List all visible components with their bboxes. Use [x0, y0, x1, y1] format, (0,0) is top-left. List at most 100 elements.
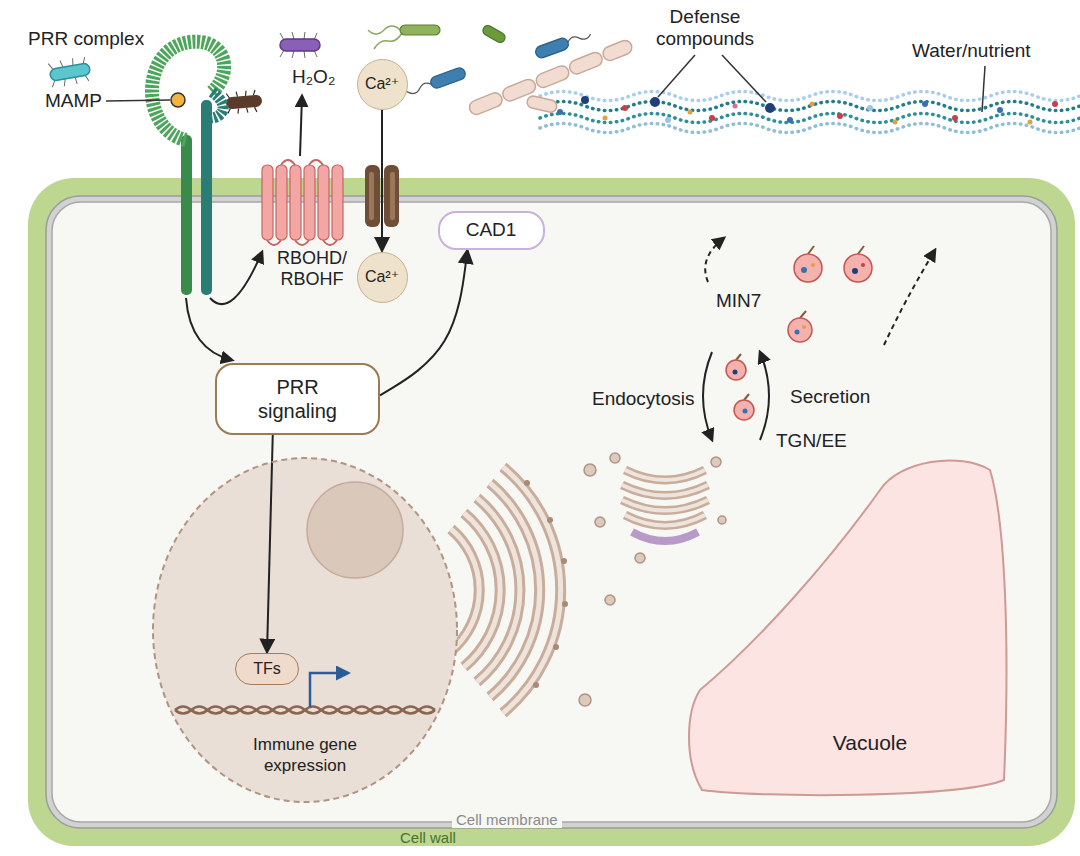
- label-slot: Secretion: [790, 386, 870, 408]
- endoplasmic-reticulum: [579, 694, 591, 706]
- defense-compound-dots: [688, 110, 693, 115]
- prr-complex: [181, 135, 192, 295]
- defense-compound-dots: [922, 101, 928, 107]
- endoplasmic-reticulum: [595, 517, 605, 527]
- golgi: [711, 457, 721, 467]
- organelle-label: TGN/EE: [776, 430, 847, 452]
- golgi: [622, 485, 708, 496]
- calcium-ion: Ca²⁺: [357, 252, 408, 303]
- endoplasmic-reticulum: [490, 483, 540, 697]
- golgi: [625, 470, 705, 480]
- golgi: [622, 500, 708, 511]
- prr-complex: [206, 92, 223, 118]
- calcium-ion: Ca²⁺: [357, 59, 408, 110]
- process-label: Secretion: [790, 386, 870, 408]
- bacterium: [226, 94, 263, 109]
- endoplasmic-reticulum: [503, 467, 561, 713]
- process-label: Endocytosis: [592, 388, 694, 410]
- trafficking-arrow: [703, 352, 712, 440]
- prr-complex: [171, 93, 185, 107]
- endoplasmic-reticulum: [451, 464, 615, 713]
- enzyme-label: RBOHD/ RBOHF: [274, 248, 350, 289]
- nucleolus: [307, 482, 403, 578]
- defense-compound-dots: [787, 117, 793, 123]
- defense-compound-dots: [997, 107, 1003, 113]
- defense-compound-dots: [952, 115, 958, 121]
- bacterium: [49, 63, 90, 82]
- wall-surface: [540, 92, 1080, 101]
- defense-compound-dots: [867, 105, 873, 111]
- node-text: TFs: [253, 659, 281, 678]
- golgi: [632, 532, 698, 541]
- ligand-label: MAMP: [45, 90, 102, 112]
- defense-compound-dots: [709, 115, 715, 121]
- prr-complex: [201, 100, 212, 295]
- fungal-hypha: [534, 64, 571, 90]
- endoplasmic-reticulum: [547, 517, 553, 523]
- min7-vesicle: [726, 360, 746, 380]
- cell-membrane: [46, 196, 1057, 828]
- node-text: Immune gene expression: [235, 735, 375, 776]
- golgi: [610, 453, 726, 563]
- defense-compound-dots: [1028, 120, 1033, 125]
- rboh-enzyme: [262, 165, 343, 240]
- nucleus-envelope: [153, 458, 457, 802]
- defense-compound-dots: [603, 116, 608, 121]
- defense-compound-dots: [557, 109, 563, 115]
- fungal-hypha: [526, 95, 558, 113]
- fungal-hypha: [467, 38, 644, 142]
- nucleus-fill: [153, 458, 457, 802]
- molecule-label: H₂O₂: [292, 66, 335, 88]
- defense-compound-dots: [665, 117, 671, 123]
- golgi: [610, 453, 726, 563]
- label-slot: Cell wall: [400, 829, 456, 846]
- defense-compound-dots: [765, 103, 775, 113]
- calcium-channel: [384, 165, 399, 227]
- rboh-enzyme: [290, 165, 301, 240]
- leader-line: [658, 55, 985, 112]
- golgi: [635, 553, 645, 563]
- defense-compound-dots: [650, 97, 660, 107]
- golgi: [625, 515, 705, 526]
- complex-label: PRR complex: [28, 28, 144, 50]
- min7-vesicle: [808, 246, 814, 254]
- vacuole-outline: [689, 460, 1006, 795]
- bacterium: [567, 31, 592, 45]
- trafficking-arrow: [760, 352, 769, 440]
- nucleus: Immune gene expression TFs: [150, 455, 460, 805]
- label-slot: PRR complex: [28, 28, 144, 50]
- min7-vesicle: [794, 254, 822, 282]
- defense-compound-dots: [893, 120, 898, 125]
- label-slot: Endocytosis: [592, 388, 694, 410]
- vacuole: Vacuole: [680, 450, 1020, 810]
- defense-compound-dots: [733, 104, 738, 109]
- endoplasmic-reticulum: [451, 467, 561, 713]
- prr-complex: [106, 42, 224, 295]
- min7-vesicle: [811, 263, 815, 267]
- rboh-enzyme: [267, 160, 337, 245]
- bacterium: [534, 28, 593, 59]
- transcription-arrow: [310, 673, 348, 707]
- label-slot: RBOHD/ RBOHF: [274, 248, 350, 289]
- bacterium: [225, 89, 263, 114]
- endoplasmic-reticulum: [451, 467, 561, 713]
- golgi: [622, 500, 708, 511]
- min7-vesicle: [788, 318, 812, 342]
- label-slot: MIN7: [716, 290, 761, 312]
- defense-compound-dots: [1052, 101, 1058, 107]
- endoplasmic-reticulum: [562, 601, 568, 607]
- bacterium: [534, 37, 570, 60]
- fungal-hypha: [568, 50, 605, 76]
- min7-vesicle: [743, 409, 748, 414]
- process-box: PRR signaling: [215, 363, 380, 435]
- min7-vesicle: [861, 263, 865, 267]
- golgi: [718, 516, 726, 524]
- min7-vesicle: [844, 254, 872, 282]
- calcium-channel: [390, 172, 395, 220]
- trafficking-arrow: [705, 238, 724, 282]
- signal-arrow: [300, 96, 302, 156]
- endoplasmic-reticulum: [464, 513, 500, 667]
- bacterium: [280, 32, 320, 58]
- protein-oval: CAD1: [438, 211, 545, 250]
